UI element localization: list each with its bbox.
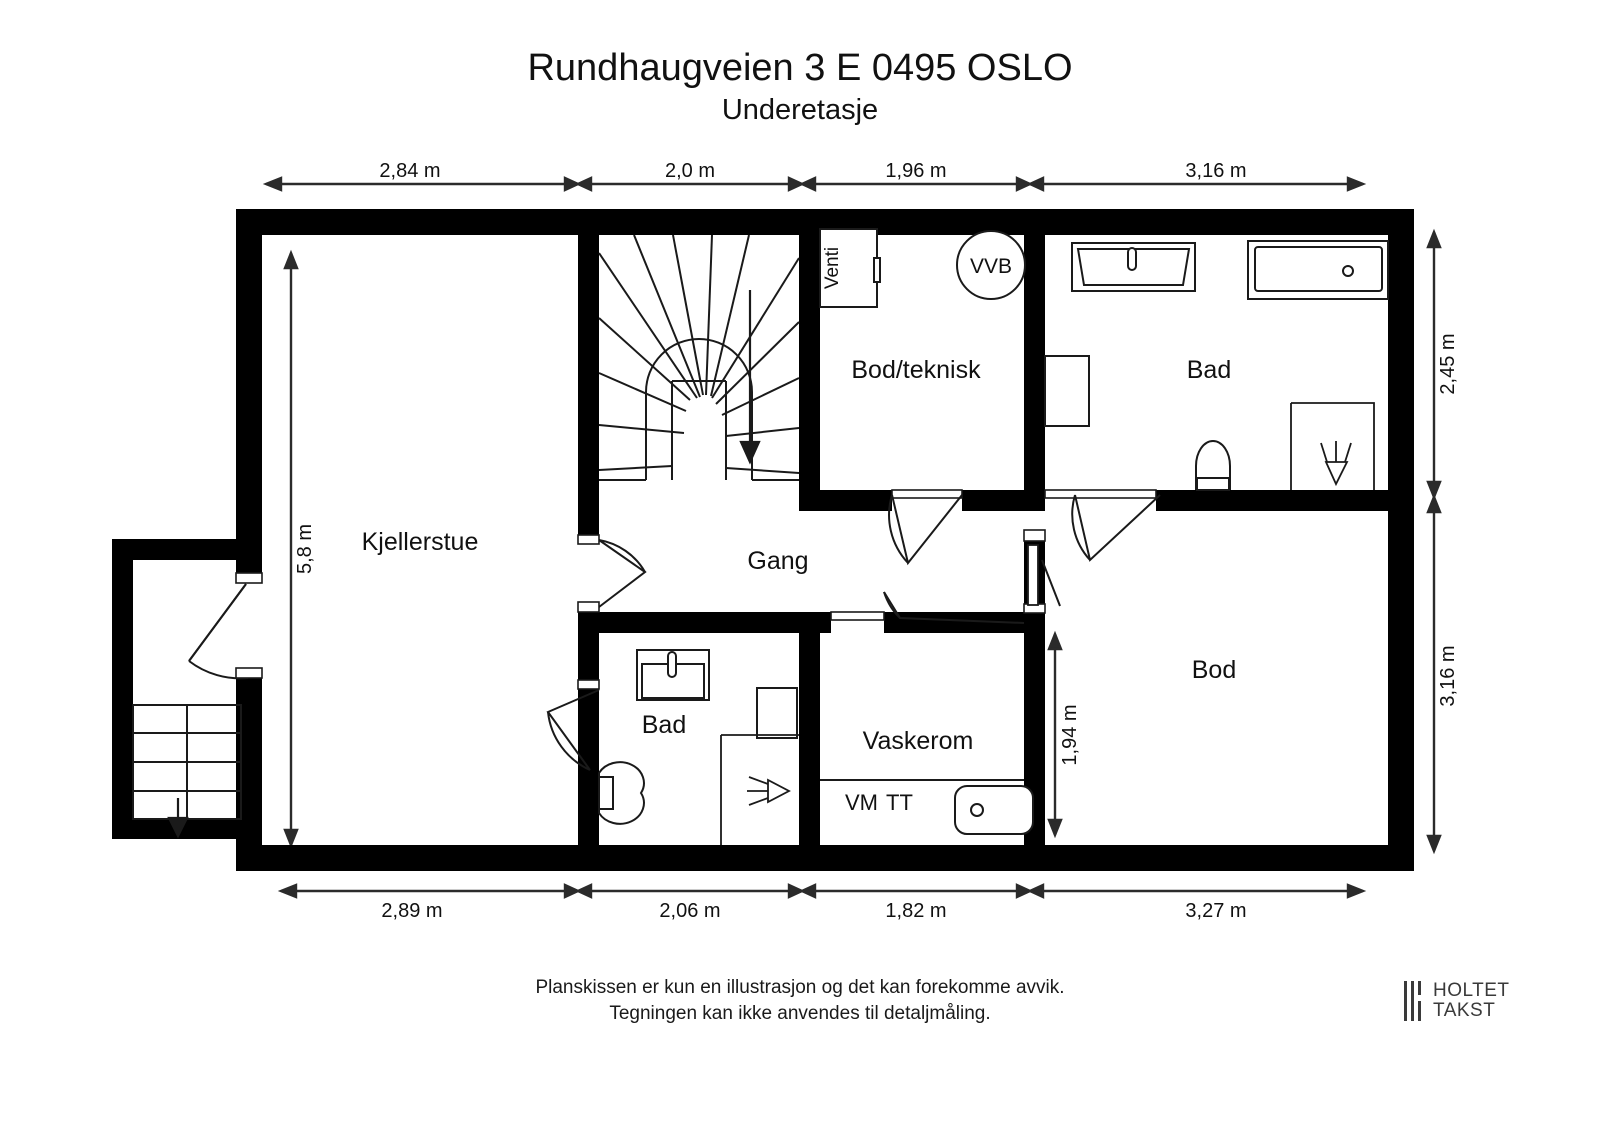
dim-left-1: 5,8 m — [294, 524, 316, 574]
dim-right-1: 2,45 m — [1437, 333, 1459, 394]
dim-bottom-1: 2,89 m — [381, 900, 442, 922]
dimension-labels-top: 2,84 m 2,0 m 1,96 m 3,16 m — [379, 160, 1246, 182]
dimension-line-bottom — [277, 883, 1367, 899]
bad-upper-cabinet — [1044, 355, 1090, 427]
dim-top-2: 2,0 m — [665, 160, 715, 182]
room-label-bod-teknisk: Bod/teknisk — [851, 356, 981, 384]
vvb-label: VVB — [970, 255, 1012, 278]
room-labels: Kjellerstue Gang Bod/teknisk Bad Bad Vas… — [362, 356, 1237, 755]
exterior-stair — [132, 704, 242, 820]
room-label-gang: Gang — [747, 547, 808, 575]
dim-right-2: 3,16 m — [1437, 645, 1459, 706]
dim-top-4: 3,16 m — [1185, 160, 1246, 182]
room-label-bad-upper: Bad — [1187, 356, 1231, 384]
door-swings — [546, 494, 1161, 771]
dimension-line-right — [1426, 228, 1442, 855]
bad-upper-sink — [1071, 242, 1196, 292]
venti-cabinet — [819, 228, 881, 308]
bad-upper-toilet — [1195, 440, 1231, 491]
footer-line-1: Planskissen er kun en illustrasjon og de… — [535, 977, 1065, 998]
room-label-bod: Bod — [1192, 656, 1236, 684]
holtet-takst-logo: HOLTET TAKST — [1404, 981, 1510, 1021]
bad-upper-shower — [1290, 402, 1375, 490]
staircase-direction-arrow — [739, 290, 761, 465]
dimension-line-left — [283, 249, 299, 849]
room-label-kjellerstue: Kjellerstue — [362, 528, 479, 556]
room-label-bad-lower: Bad — [642, 711, 686, 739]
bod-sliding-door — [1027, 544, 1039, 606]
bad-lower-sink — [636, 649, 710, 701]
dim-top-1: 2,84 m — [379, 160, 440, 182]
bad-lower-toilet — [598, 761, 645, 825]
bad-lower-shower — [720, 734, 799, 845]
room-label-vaskerom: Vaskerom — [863, 727, 974, 755]
venti-label: Venti — [822, 247, 843, 289]
page-title: Rundhaugveien 3 E 0495 OSLO — [527, 47, 1073, 89]
door-jambs — [235, 489, 1157, 690]
vaskerom-counter — [820, 779, 1034, 835]
logo-text: HOLTET TAKST — [1433, 981, 1510, 1021]
vestibule-door-swing — [188, 583, 249, 680]
dim-bottom-2: 2,06 m — [659, 900, 720, 922]
vvb-tank — [956, 230, 1026, 300]
bad-lower-cabinet — [756, 687, 798, 739]
staircase — [598, 234, 800, 481]
bad-upper-bathtub — [1247, 240, 1389, 300]
dimension-line-interior — [1047, 630, 1063, 839]
dimension-line-top — [262, 176, 1367, 192]
vaskerom-tt-label: TT — [886, 790, 913, 815]
dim-interior-1: 1,94 m — [1059, 704, 1081, 765]
dim-top-3: 1,96 m — [885, 160, 946, 182]
footer-disclaimer: Planskissen er kun en illustrasjon og de… — [0, 975, 1600, 1027]
vaskerom-vm-label: VM — [845, 790, 878, 815]
dimension-labels-bottom: 2,89 m 2,06 m 1,82 m 3,27 m — [381, 900, 1246, 922]
title-block: Rundhaugveien 3 E 0495 OSLO Underetasje — [0, 46, 1600, 128]
exterior-stair-direction-arrow — [167, 798, 189, 839]
logo-bars-icon — [1404, 981, 1426, 1021]
page-subtitle: Underetasje — [721, 94, 879, 126]
dim-bottom-3: 1,82 m — [885, 900, 946, 922]
logo-text-line-2: TAKST — [1433, 1000, 1496, 1021]
logo-text-line-1: HOLTET — [1433, 980, 1510, 1001]
footer-line-2: Tegningen kan ikke anvendes til detaljmå… — [609, 1003, 991, 1024]
dim-bottom-4: 3,27 m — [1185, 900, 1246, 922]
interior-walls — [578, 235, 1388, 845]
